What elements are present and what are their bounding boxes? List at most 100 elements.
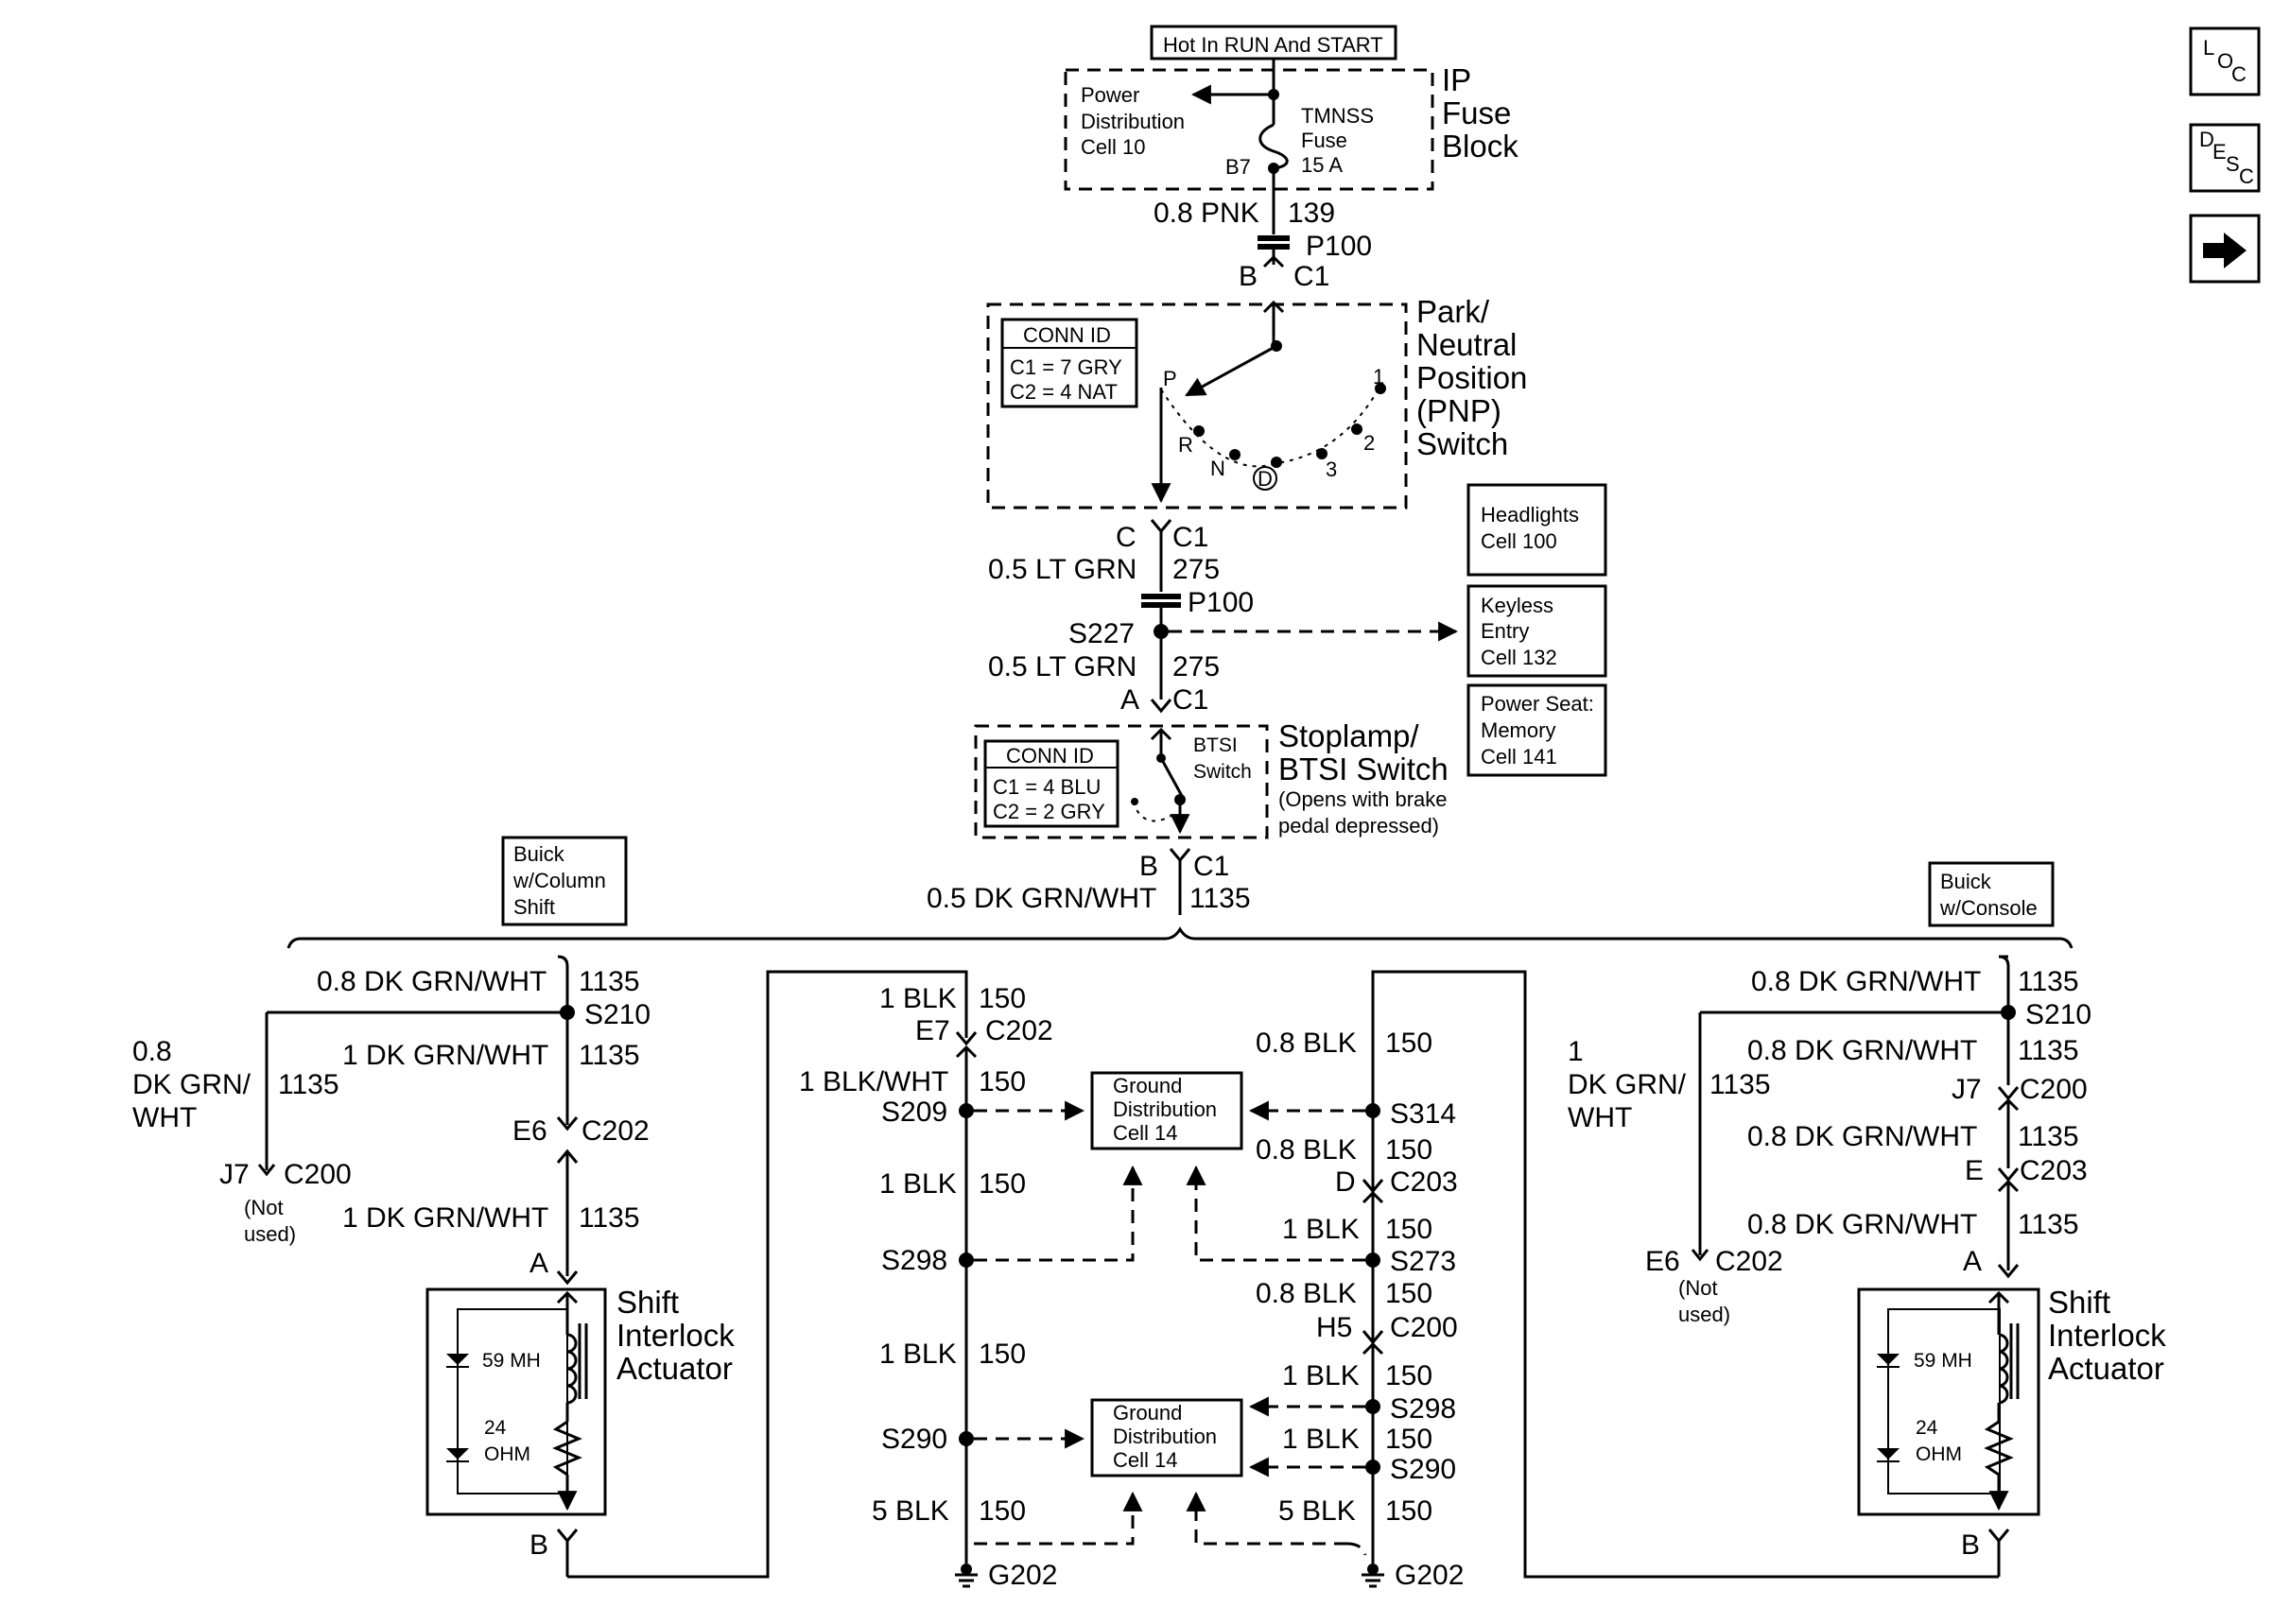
pin-label: B7 (1225, 155, 1251, 179)
desc-button[interactable]: D E S C (2189, 123, 2261, 193)
circuit-number: 150 (979, 1168, 1026, 1200)
conn-id-entry: C2 = 2 GRY (993, 800, 1105, 823)
wire-color-label: 0.8 BLK (1256, 1134, 1357, 1166)
ground-label: G202 (1395, 1560, 1464, 1591)
connector-label: P100 (1306, 231, 1372, 262)
reference-label: Headlights (1481, 503, 1579, 527)
next-arrow-button[interactable] (2189, 214, 2261, 284)
position-label: R (1178, 433, 1193, 457)
splice-label: S314 (1390, 1098, 1456, 1130)
pin-label: A (1120, 684, 1139, 716)
circuit-number: 150 (1385, 1278, 1432, 1309)
option-bracket (286, 926, 2073, 949)
reference-label: Cell 14 (1113, 1121, 1177, 1145)
wire-color-label: 1 (1568, 1036, 1584, 1067)
position-label: N (1210, 457, 1225, 480)
reference-label: Ground (1113, 1401, 1182, 1425)
buick-console-note (1928, 861, 2055, 927)
ground-label: G202 (988, 1560, 1057, 1591)
pnp-switch-label: (PNP) (1416, 393, 1501, 428)
wire-color-label: 1 DK GRN/WHT (342, 1040, 548, 1071)
buick-column-shift-note (501, 836, 628, 926)
splice-label: S210 (2025, 999, 2091, 1030)
circuit-number: 1135 (2018, 1121, 2079, 1152)
splice-s298 (1365, 1399, 1380, 1414)
connector-label: C202 (1715, 1246, 1783, 1277)
shift-interlock-label: Interlock (2048, 1318, 2166, 1353)
power-seat-memory-reference[interactable] (1466, 683, 1607, 777)
coil-symbol (566, 1333, 578, 1405)
option-label: w/Console (1939, 896, 2038, 920)
splice-s227 (1154, 624, 1169, 639)
not-used-note: (Not (1678, 1276, 1718, 1300)
connector-label: C200 (1390, 1312, 1458, 1343)
wire-color-label: 0.8 BLK (1256, 1028, 1357, 1059)
ground-wire-150 (567, 970, 968, 1579)
keyless-entry-reference[interactable] (1466, 584, 1607, 678)
circuit-number: 275 (1172, 554, 1220, 585)
position-label: 3 (1326, 458, 1337, 481)
fuse-symbol (1258, 123, 1289, 170)
loc-label: L (2203, 36, 2214, 60)
shift-interlock-actuator-left (425, 1287, 607, 1516)
wire-color-label: DK GRN/ (1568, 1069, 1687, 1100)
pnp-switch-label: Neutral (1416, 327, 1517, 362)
circuit-number: 150 (979, 983, 1026, 1014)
pin-label: E7 (915, 1015, 950, 1046)
circuit-number: 150 (1385, 1495, 1432, 1527)
wire-color-label: 0.8 DK GRN/WHT (1747, 1121, 1977, 1152)
ip-fuse-block-label: Fuse (1442, 95, 1511, 130)
circuit-number: 150 (1385, 1028, 1432, 1059)
ground-distribution-reference[interactable] (1090, 1398, 1243, 1477)
splice-label: S298 (1390, 1393, 1456, 1425)
reference-label: Ground (1113, 1074, 1182, 1097)
stoplamp-switch-label: Stoplamp/ (1278, 718, 1419, 753)
loc-button[interactable]: L O C (2189, 26, 2261, 96)
conn-id-entry: C1 = 7 GRY (1010, 355, 1122, 379)
connector-label: C200 (284, 1159, 352, 1190)
ground-distribution-reference[interactable] (1090, 1071, 1243, 1150)
circuit-number: 150 (979, 1495, 1026, 1527)
circuit-number: 1135 (2018, 1035, 2079, 1066)
wire-color-label: 0.5 LT GRN (988, 651, 1136, 682)
option-label: Buick (1940, 870, 1992, 893)
component-value: OHM (484, 1443, 530, 1465)
connector-label: C203 (2020, 1155, 2088, 1186)
wire-color-label: 1 BLK (1282, 1424, 1360, 1455)
pin-label: C (1116, 522, 1136, 553)
connector-label: C1 (1293, 261, 1329, 292)
wire-color-label: 0.5 DK GRN/WHT (927, 883, 1156, 914)
reference-label: Cell 100 (1481, 529, 1557, 553)
circuit-number: 1135 (2018, 966, 2079, 997)
option-label: Buick (513, 842, 565, 866)
circuit-number: 1135 (1189, 883, 1251, 914)
circuit-number: 1135 (579, 966, 640, 997)
pin-label: B (1239, 261, 1258, 292)
not-used-note: (Not (244, 1196, 284, 1219)
shift-interlock-label: Actuator (2048, 1351, 2164, 1386)
headlights-reference[interactable] (1466, 483, 1607, 577)
not-used-note: used) (1678, 1303, 1730, 1326)
wire-color-label: WHT (1568, 1102, 1632, 1133)
circuit-number: 1135 (278, 1069, 339, 1100)
splice-s314 (1365, 1103, 1380, 1118)
wire-color-label: 0.8 DK GRN/WHT (1747, 1209, 1977, 1240)
wire-color-label: 1 BLK (1282, 1214, 1360, 1245)
wire-color-label: 1 DK GRN/WHT (342, 1202, 548, 1234)
wire-color-label: 1 BLK/WHT (799, 1066, 948, 1097)
ground-symbol-g202-left (955, 1573, 978, 1588)
wire-color-label: 0.8 (132, 1036, 172, 1067)
conn-id-title: CONN ID (1006, 744, 1094, 768)
connector-label: C1 (1172, 684, 1208, 716)
wire-color-label: 1 BLK (1282, 1360, 1360, 1391)
component-value: 59 MH (1914, 1350, 1972, 1372)
pin-label: E6 (512, 1115, 547, 1147)
splice-s298 (959, 1253, 974, 1268)
shift-interlock-actuator-right (1857, 1287, 2040, 1516)
stoplamp-btsi-switch-outline (974, 724, 1269, 839)
loc-label: O (2217, 49, 2233, 73)
component-value: 24 (484, 1417, 507, 1439)
shift-interlock-label: Shift (616, 1285, 679, 1320)
option-label: Shift (513, 895, 555, 919)
